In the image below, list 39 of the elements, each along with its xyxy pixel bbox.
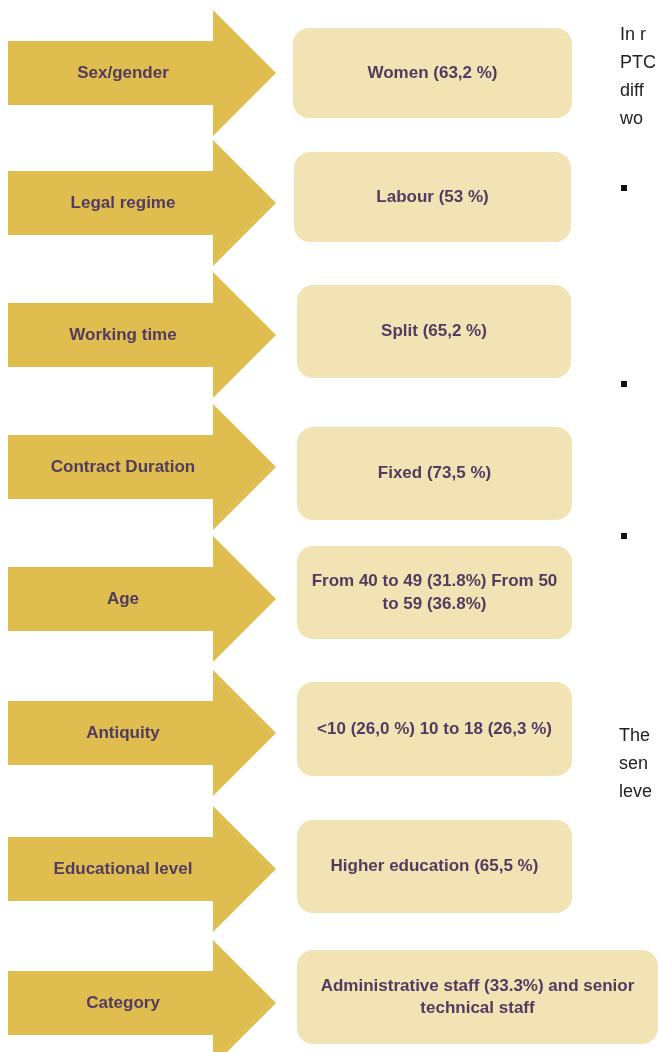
value-box — [297, 546, 572, 639]
value-text: Higher education (65,5 %) — [330, 855, 539, 878]
arrow-shape — [8, 404, 276, 530]
arrow-label: Antiquity — [85, 721, 161, 744]
value-text: Women (63,2 %) — [367, 61, 498, 84]
value-box — [297, 427, 572, 520]
value-text: Labour (53 %) — [376, 185, 489, 208]
value-text: Fixed (73,5 %) — [377, 462, 492, 485]
value-text: From 40 to 49 (31.8%) From 50 to 59 (36.8%) — [311, 570, 558, 615]
arrow-label: Age — [105, 587, 141, 610]
value-box — [297, 682, 572, 776]
value-box — [297, 820, 572, 913]
arrow-shape — [8, 806, 276, 932]
arrow-label: Contract Duration — [49, 455, 197, 478]
arrow-label: Legal regime — [69, 191, 177, 214]
arrow-shape — [8, 10, 276, 136]
value-text: <10 (26,0 %) 10 to 18 (26,3 %) — [317, 717, 552, 740]
body-text: leve — [619, 780, 653, 803]
arrow-shape — [8, 670, 276, 796]
arrow-label: Category — [85, 991, 161, 1014]
value-box — [297, 285, 571, 378]
value-text: Administrative staff (33.3%) and senior technical staff — [319, 974, 636, 1019]
arrow-label: Working time — [68, 323, 178, 346]
value-text: Split (65,2 %) — [381, 320, 487, 343]
value-box — [294, 152, 571, 242]
body-text: sen — [619, 752, 649, 775]
body-text: The — [619, 724, 651, 747]
body-text: PTC — [620, 51, 656, 74]
arrow-shape — [8, 140, 276, 266]
arrow-shape — [8, 272, 276, 398]
body-text: wo — [620, 107, 643, 130]
arrow-shape — [8, 940, 276, 1052]
body-text: In r — [620, 23, 646, 46]
arrow-label: Educational level — [52, 857, 194, 880]
value-box — [293, 28, 572, 118]
arrow-shape — [8, 536, 276, 662]
body-text: diff — [620, 79, 644, 102]
arrow-label: Sex/gender — [76, 61, 170, 84]
value-box — [297, 950, 658, 1044]
